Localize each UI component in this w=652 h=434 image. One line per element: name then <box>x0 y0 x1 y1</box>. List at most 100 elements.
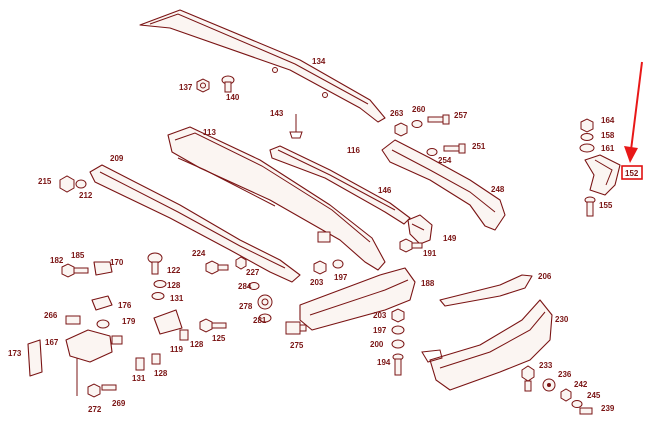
part-155-bolt[interactable] <box>584 196 596 217</box>
label-131-b[interactable]: 131 <box>132 374 146 383</box>
part-284-washer[interactable] <box>248 282 260 290</box>
label-125[interactable]: 125 <box>212 334 226 343</box>
label-131-a[interactable]: 131 <box>170 294 184 303</box>
label-251[interactable]: 251 <box>472 142 486 151</box>
label-128-b[interactable]: 128 <box>190 340 204 349</box>
part-143-clip[interactable] <box>289 114 303 139</box>
label-137[interactable]: 137 <box>179 83 193 92</box>
label-272[interactable]: 272 <box>88 405 102 414</box>
part-161-bushing[interactable] <box>579 143 595 153</box>
part-167-housing[interactable] <box>65 329 123 363</box>
part-251-bolt[interactable] <box>443 143 466 154</box>
part-236-washer[interactable] <box>542 378 556 392</box>
label-155[interactable]: 155 <box>599 201 613 210</box>
part-239-clip[interactable] <box>579 407 593 415</box>
part-134-moulding[interactable] <box>139 9 386 123</box>
part-233-bolt[interactable] <box>521 365 535 392</box>
label-113[interactable]: 113 <box>203 128 216 137</box>
part-248-corner[interactable] <box>381 139 506 231</box>
part-230-bumper[interactable] <box>421 299 553 391</box>
label-200[interactable]: 200 <box>370 340 384 349</box>
label-119[interactable]: 119 <box>170 345 183 354</box>
part-263-nut[interactable] <box>394 122 408 137</box>
part-170-clip[interactable] <box>93 261 113 276</box>
label-128-c[interactable]: 128 <box>154 369 168 378</box>
label-278[interactable]: 278 <box>239 302 253 311</box>
part-137-nut[interactable] <box>196 78 210 93</box>
part-197-washer-upper[interactable] <box>332 259 344 269</box>
part-188-bumper[interactable] <box>299 267 416 331</box>
label-146[interactable]: 146 <box>378 186 392 195</box>
label-134[interactable]: 134 <box>312 57 326 66</box>
part-113-bumper-bar[interactable] <box>167 126 386 271</box>
part-131-spacer[interactable] <box>151 353 161 365</box>
label-182[interactable]: 182 <box>50 256 64 265</box>
part-227-nut[interactable] <box>235 256 247 270</box>
part-173-plate[interactable] <box>27 339 43 377</box>
label-212[interactable]: 212 <box>79 191 93 200</box>
part-203-nut-upper[interactable] <box>313 260 327 275</box>
label-203-b[interactable]: 203 <box>373 311 387 320</box>
part-242-nut[interactable] <box>560 388 572 402</box>
part-203-nut-lower[interactable] <box>391 308 405 323</box>
label-173[interactable]: 173 <box>8 349 22 358</box>
label-197-b[interactable]: 197 <box>373 326 387 335</box>
part-158-washer[interactable] <box>580 133 594 141</box>
label-194[interactable]: 194 <box>377 358 391 367</box>
part-116-strip[interactable] <box>269 145 411 225</box>
label-233[interactable]: 233 <box>539 361 553 370</box>
label-266[interactable]: 266 <box>44 311 58 320</box>
label-215[interactable]: 215 <box>38 177 52 186</box>
label-122[interactable]: 122 <box>167 266 181 275</box>
part-131-nut[interactable] <box>151 292 165 300</box>
part-275-sensor[interactable] <box>285 321 307 335</box>
part-182-nut[interactable] <box>61 263 75 278</box>
label-185[interactable]: 185 <box>71 251 85 260</box>
part-206-strip[interactable] <box>439 274 533 307</box>
part-278-grommet[interactable] <box>257 294 273 310</box>
label-230[interactable]: 230 <box>555 315 569 324</box>
label-209[interactable]: 209 <box>110 154 124 163</box>
label-116[interactable]: 116 <box>347 146 360 155</box>
part-119-bracket[interactable] <box>153 309 183 335</box>
label-191[interactable]: 191 <box>423 249 437 258</box>
label-158[interactable]: 158 <box>601 131 615 140</box>
part-257-bolt[interactable] <box>427 114 450 125</box>
label-167[interactable]: 167 <box>45 338 59 347</box>
part-128-spacer[interactable] <box>179 329 189 341</box>
label-227[interactable]: 227 <box>246 268 260 277</box>
label-203-a[interactable]: 203 <box>310 278 324 287</box>
label-269[interactable]: 269 <box>112 399 126 408</box>
part-149-end-piece[interactable] <box>407 214 433 245</box>
part-191-bolt[interactable] <box>399 238 423 253</box>
part-266-clip[interactable] <box>65 315 81 325</box>
part-122-bolt[interactable] <box>147 252 163 275</box>
part-176-grommet[interactable] <box>91 295 113 311</box>
label-140[interactable]: 140 <box>226 93 240 102</box>
label-257[interactable]: 257 <box>454 111 468 120</box>
label-236[interactable]: 236 <box>558 370 572 379</box>
part-215-nut[interactable] <box>59 175 75 193</box>
label-164[interactable]: 164 <box>601 116 615 125</box>
part-260-washer[interactable] <box>411 120 423 128</box>
label-161[interactable]: 161 <box>601 144 615 153</box>
label-188[interactable]: 188 <box>421 279 435 288</box>
label-263[interactable]: 263 <box>390 109 404 118</box>
label-143[interactable]: 143 <box>270 109 284 118</box>
label-149[interactable]: 149 <box>443 234 457 243</box>
part-140-bolt[interactable] <box>221 75 235 93</box>
label-275[interactable]: 275 <box>290 341 304 350</box>
label-260[interactable]: 260 <box>412 105 426 114</box>
highlighted-part-152[interactable]: 152 <box>621 165 643 180</box>
label-197-a[interactable]: 197 <box>334 273 348 282</box>
part-245-washer[interactable] <box>571 400 583 408</box>
part-179-washer[interactable] <box>96 319 110 329</box>
part-254-washer[interactable] <box>426 148 438 156</box>
part-164-nut[interactable] <box>580 118 594 133</box>
label-206[interactable]: 206 <box>538 272 552 281</box>
label-128-a[interactable]: 128 <box>167 281 181 290</box>
label-242[interactable]: 242 <box>574 380 588 389</box>
part-152-bracket[interactable] <box>584 154 621 196</box>
label-284[interactable]: 284 <box>238 282 252 291</box>
label-179[interactable]: 179 <box>122 317 136 326</box>
